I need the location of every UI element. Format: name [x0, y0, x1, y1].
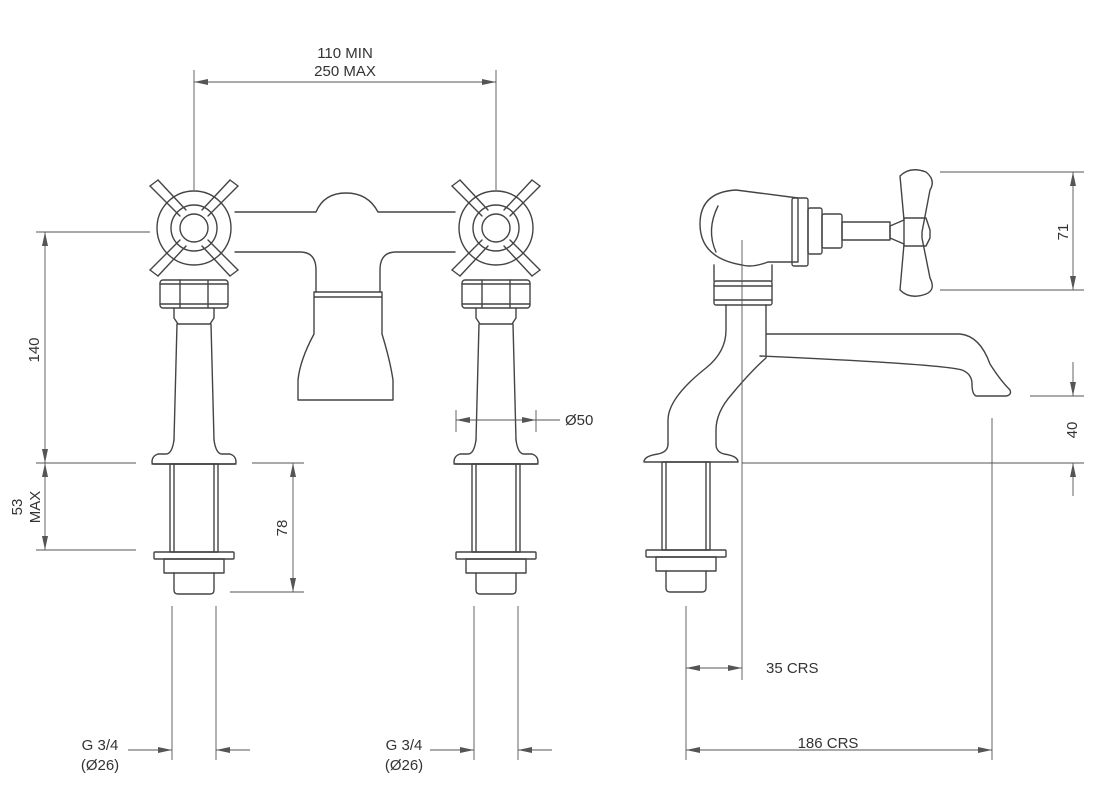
shank-78-label: 78 — [274, 520, 291, 537]
reach-186-label: 186 CRS — [798, 735, 859, 752]
left-crosshead-handle-icon — [149, 179, 239, 277]
dimension-labels: 110 MIN 250 MAX 140 53 MAX 78 Ø50 71 40 … — [9, 45, 1081, 774]
right-thread-size-label: G 3/4 — [386, 737, 423, 754]
right-crosshead-handle-icon — [451, 179, 541, 277]
right-thread-diameter-label: (Ø26) — [385, 757, 423, 774]
handle-71-label: 71 — [1055, 224, 1072, 241]
side-view — [643, 169, 1012, 593]
spacing-max-label: 250 MAX — [314, 63, 376, 80]
spacing-min-label: 110 MIN — [317, 45, 373, 62]
side-spout — [667, 304, 1012, 445]
handle-spindle-nut — [791, 197, 809, 267]
front-view — [149, 179, 541, 595]
dimension-lines — [36, 70, 1084, 760]
spout-front — [297, 291, 394, 401]
height-140-label: 140 — [26, 337, 43, 362]
elbow-body — [699, 189, 799, 267]
offset-35-label: 35 CRS — [766, 660, 819, 677]
side-backnut — [713, 280, 773, 306]
diameter-50-label: Ø50 — [565, 412, 593, 429]
spout-40-label: 40 — [1064, 422, 1081, 439]
max-53-value-label: 53 — [9, 499, 26, 516]
bridge-body — [234, 192, 456, 293]
side-crosshead-handle-icon — [889, 169, 933, 297]
left-thread-size-label: G 3/4 — [82, 737, 119, 754]
right-tap-leg — [453, 279, 539, 595]
left-thread-diameter-label: (Ø26) — [81, 757, 119, 774]
left-tap-leg — [151, 279, 237, 595]
max-53-suffix-label: MAX — [27, 491, 44, 524]
